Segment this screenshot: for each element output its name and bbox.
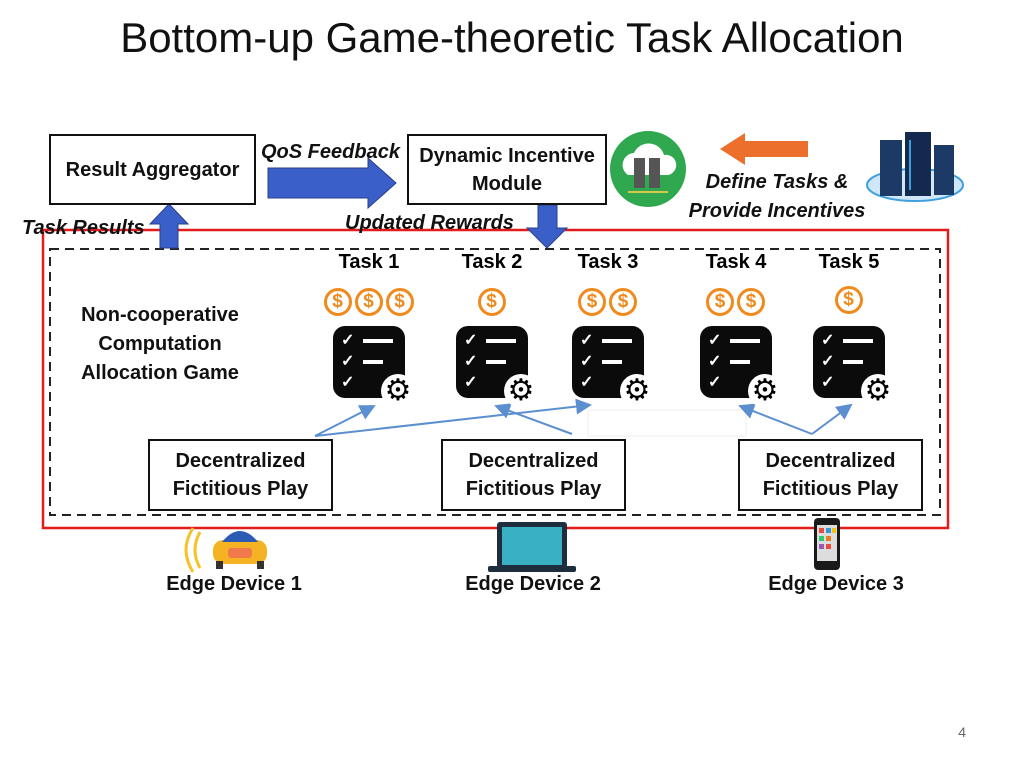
define-tasks-line2: Provide Incentives bbox=[688, 200, 866, 222]
slide-title: Bottom-up Game-theoretic Task Allocation bbox=[120, 14, 904, 61]
result-aggregator-label: Result Aggregator bbox=[65, 158, 240, 181]
updated-rewards-label: Updated Rewards bbox=[345, 212, 514, 234]
gear-icon: ⚙ bbox=[381, 374, 415, 408]
gear-icon: ⚙ bbox=[861, 374, 895, 408]
choice-arrow bbox=[314, 398, 592, 437]
task-label: Task 3 bbox=[577, 251, 639, 273]
car-icon bbox=[184, 527, 267, 573]
coin-icon: $ bbox=[477, 288, 506, 316]
coin-icon: $ bbox=[385, 288, 414, 316]
task-label: Task 2 bbox=[461, 251, 523, 273]
game-line3: Allocation Game bbox=[81, 362, 239, 384]
task-results-label: Task Results bbox=[22, 217, 145, 239]
define-tasks-arrow bbox=[720, 133, 808, 165]
task-checklist-icon: ✓✓✓⚙ bbox=[572, 326, 654, 408]
define-tasks-line1: Define Tasks & bbox=[705, 171, 849, 193]
fictitious-play-line1: Decentralized bbox=[765, 450, 896, 472]
dashed-frame bbox=[49, 248, 941, 516]
task-label: Task 4 bbox=[705, 251, 767, 273]
coin-icon: $ bbox=[323, 288, 352, 316]
task-checklist-icon: ✓✓✓⚙ bbox=[813, 326, 895, 408]
game-line2: Computation bbox=[98, 333, 222, 355]
laptop-icon bbox=[488, 522, 576, 572]
choice-arrow bbox=[811, 403, 853, 435]
page-number: 4 bbox=[958, 724, 966, 740]
fictitious-play-line2: Fictitious Play bbox=[172, 478, 309, 500]
blank-patch bbox=[587, 409, 747, 437]
coin-icon: $ bbox=[706, 288, 734, 316]
qos-feedback-label: QoS Feedback bbox=[261, 141, 400, 163]
task-checklist-icon: ✓✓✓⚙ bbox=[456, 326, 538, 408]
choice-arrow bbox=[494, 403, 573, 435]
phone-icon bbox=[814, 518, 840, 570]
game-line1: Non-cooperative bbox=[81, 304, 239, 326]
gear-icon: ⚙ bbox=[504, 374, 538, 408]
task-checklist-icon: ✓✓✓⚙ bbox=[333, 326, 415, 408]
qos-arrow bbox=[267, 156, 397, 210]
gear-icon: ⚙ bbox=[620, 374, 654, 408]
task-label: Task 5 bbox=[818, 251, 880, 273]
fictitious-play-line1: Decentralized bbox=[175, 450, 306, 472]
dynamic-incentive-line1: Dynamic Incentive bbox=[419, 144, 595, 167]
dynamic-incentive-module-box: Dynamic Incentive Module bbox=[407, 134, 607, 205]
coin-icon: $ bbox=[834, 286, 863, 314]
coin-icon: $ bbox=[609, 288, 637, 316]
task-label: Task 1 bbox=[338, 251, 400, 273]
fictitious-play-line2: Fictitious Play bbox=[762, 478, 899, 500]
cloud-server-icon bbox=[610, 131, 686, 207]
dynamic-incentive-line2: Module bbox=[472, 172, 542, 195]
choice-arrow bbox=[314, 405, 376, 437]
coin-icon: $ bbox=[737, 288, 765, 316]
coin-icon: $ bbox=[354, 288, 383, 316]
result-aggregator-box: Result Aggregator bbox=[49, 134, 256, 205]
define-tasks-label: Define Tasks & Provide Incentives bbox=[682, 168, 872, 226]
fictitious-play-line2: Fictitious Play bbox=[465, 478, 602, 500]
task-checklist-icon: ✓✓✓⚙ bbox=[700, 326, 782, 408]
updated-rewards-arrow bbox=[525, 204, 569, 249]
red-frame bbox=[41, 228, 950, 530]
datacenter-icon bbox=[866, 132, 964, 202]
game-label: Non-cooperative Computation Allocation G… bbox=[60, 301, 260, 388]
task-results-arrow bbox=[148, 203, 190, 249]
gear-icon: ⚙ bbox=[748, 374, 782, 408]
edge-device-label: Edge Device 2 bbox=[465, 573, 601, 595]
choice-arrow bbox=[738, 403, 813, 435]
edge-device-label: Edge Device 3 bbox=[768, 573, 904, 595]
edge-device-label: Edge Device 1 bbox=[166, 573, 302, 595]
fictitious-play-line1: Decentralized bbox=[468, 450, 599, 472]
coin-icon: $ bbox=[578, 288, 606, 316]
